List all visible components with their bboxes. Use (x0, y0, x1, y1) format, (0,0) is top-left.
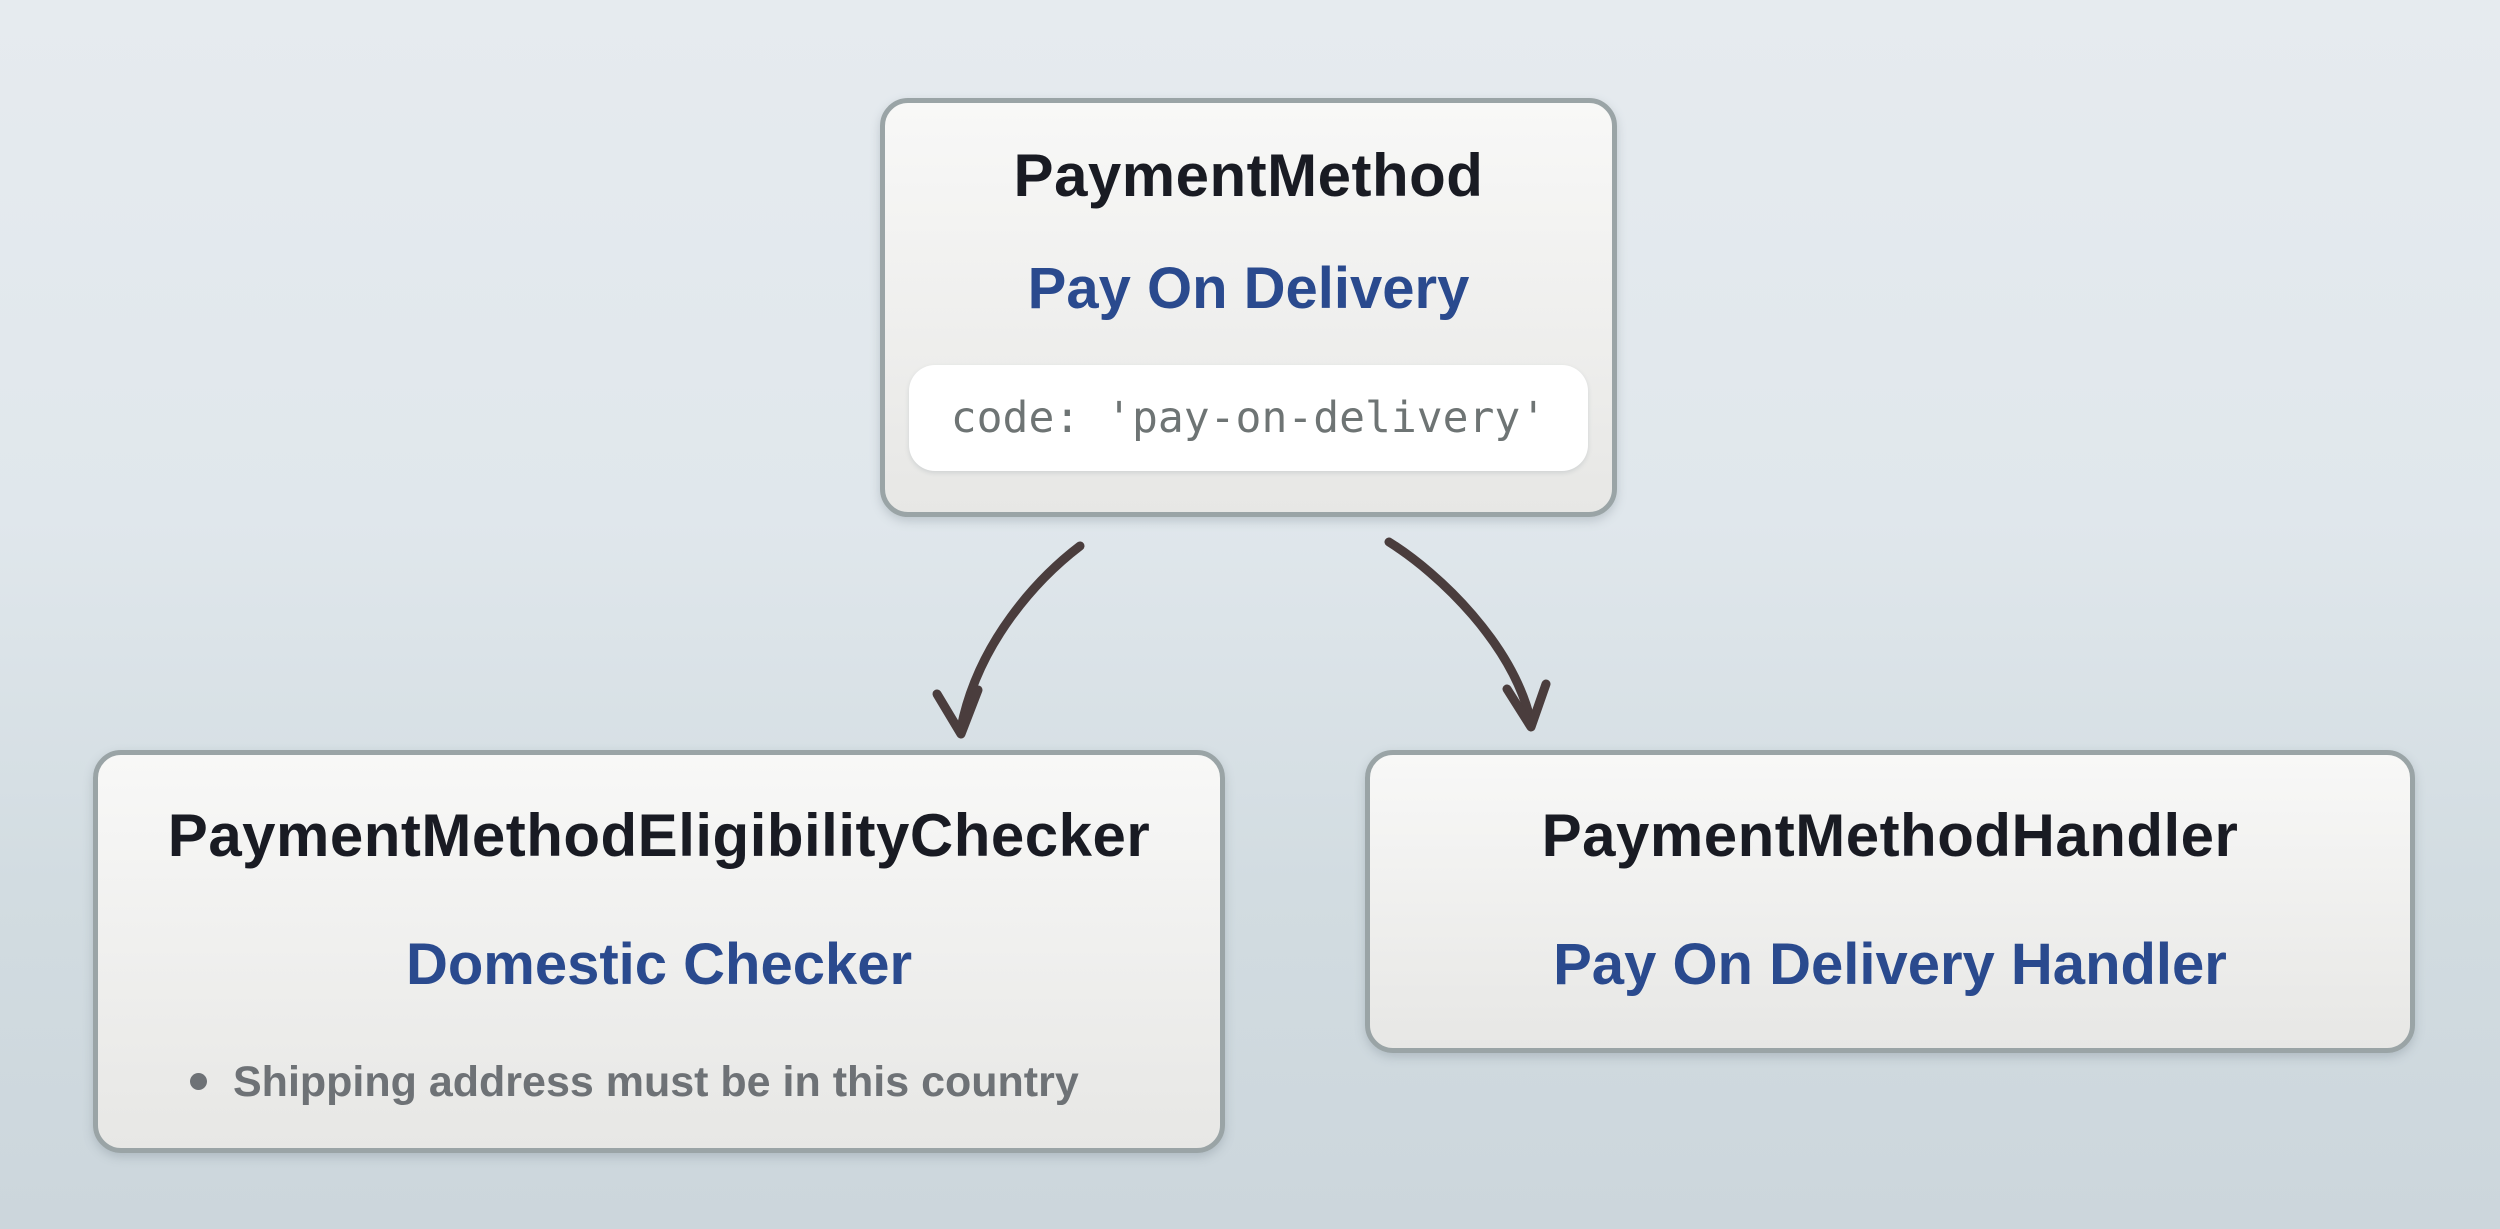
node-title: PaymentMethod (1013, 142, 1484, 209)
bullet-text: Shipping address must be in this country (233, 1057, 1079, 1106)
node-handler: PaymentMethodHandler Pay On Delivery Han… (1365, 750, 2415, 1053)
arrow-to-handler-icon (1384, 537, 1551, 732)
bullet-item: Shipping address must be in this country (190, 1057, 1079, 1107)
node-title: PaymentMethodEligibilityChecker (167, 802, 1151, 869)
code-pill: code: 'pay-on-delivery' (908, 364, 1589, 471)
node-subtitle: Pay On Delivery (1027, 256, 1470, 321)
node-subtitle: Pay On Delivery Handler (1553, 932, 2227, 997)
bullet-dot-icon (190, 1073, 207, 1091)
code-snippet: code: 'pay-on-delivery' (950, 392, 1547, 443)
node-title: PaymentMethodHandler (1541, 802, 2239, 869)
node-eligibility-checker: PaymentMethodEligibilityChecker Domestic… (93, 750, 1225, 1153)
arrow-to-eligibility-checker-icon (932, 541, 1085, 739)
node-subtitle: Domestic Checker (405, 932, 913, 997)
node-payment-method: PaymentMethod Pay On Delivery code: 'pay… (880, 98, 1617, 517)
